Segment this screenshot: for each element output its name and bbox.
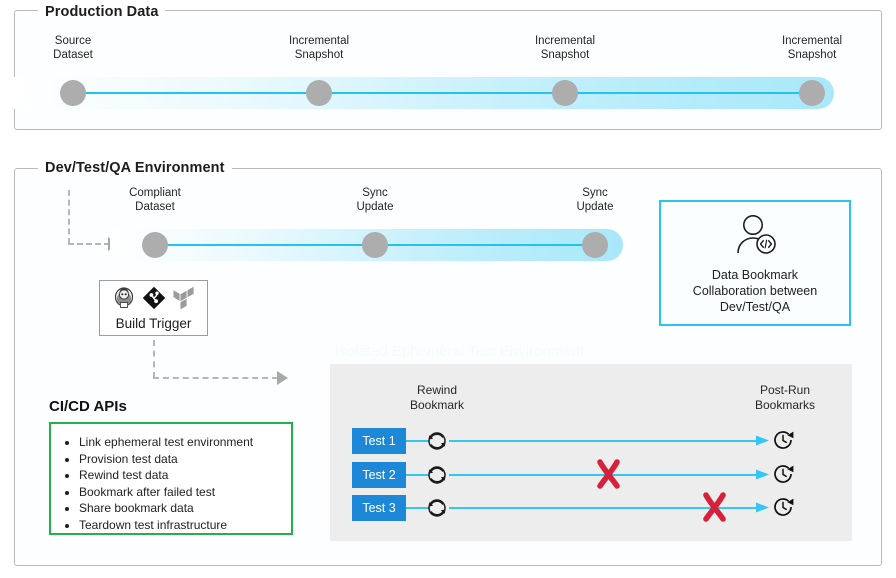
cicd-api-item: Teardown test infrastructure [79,517,283,534]
test-run-line-1 [406,440,429,442]
devtest-label-compliant-dataset: Compliant Dataset [129,187,181,213]
post-run-bookmarks-column-label: Post-Run Bookmarks [754,383,816,412]
test-chip-test-1[interactable]: Test 1 [352,428,406,454]
test-failure-marker-2 [594,458,624,495]
cicd-api-item: Rewind test data [79,467,283,484]
test-run-line-3 [406,507,429,509]
cicd-api-item: Link ephemeral test environment [79,434,283,451]
cicd-api-item: Provision test data [79,451,283,468]
production-node-incremental-snapshot-3 [799,80,825,106]
test-failure-marker-3 [700,491,730,528]
production-label-incremental-snapshot-3: Incremental Snapshot [781,35,843,61]
user-code-icon [727,212,783,261]
production-node-source-dataset [60,80,86,106]
run-arrowhead-2 [756,468,770,486]
run-arrowhead-1 [756,434,770,452]
cicd-apis-list: Link ephemeral test environment Provisio… [55,434,283,533]
test-run-line-3b [449,507,762,509]
devtest-node-sync-update-2 [582,232,608,258]
devtest-label-sync-update-1: Sync Update [356,187,394,213]
post-run-bookmark-icon-2[interactable] [772,463,796,491]
test-chip-test-2[interactable]: Test 2 [352,462,406,488]
build-to-tests-connector-vertical [153,340,155,378]
rewind-bookmark-icon-3[interactable] [426,497,448,524]
run-arrowhead-3 [756,501,770,519]
build-to-tests-arrowhead [277,371,288,385]
cicd-api-item: Bookmark after failed test [79,484,283,501]
devtest-label-sync-update-2: Sync Update [576,187,614,213]
data-bookmark-collaboration-box[interactable]: Data Bookmark Collaboration between Dev/… [659,200,851,326]
production-to-dev-connector-vertical [68,190,70,244]
production-to-dev-connector-horizontal [68,243,110,245]
build-trigger-box[interactable]: Build Trigger [99,280,208,336]
data-bookmark-collaboration-text: Data Bookmark Collaboration between Dev/… [692,267,818,314]
production-node-incremental-snapshot-2 [552,80,578,106]
build-to-tests-connector-horizontal [153,377,278,379]
isolated-environment-watermark: Isolated Ephemeral Test Environment [335,343,585,360]
devtest-node-sync-update-1 [362,232,388,258]
production-label-source-dataset: Source Dataset [53,35,93,61]
production-timeline-line [72,92,818,94]
test-run-line-2 [406,474,429,476]
git-icon [142,286,166,315]
production-label-incremental-snapshot-1: Incremental Snapshot [288,35,350,61]
test-chip-test-3[interactable]: Test 3 [352,495,406,521]
build-trigger-label: Build Trigger [115,316,192,331]
production-data-section [14,10,882,130]
production-label-incremental-snapshot-2: Incremental Snapshot [534,35,596,61]
rewind-bookmark-icon-2[interactable] [426,464,448,491]
cicd-api-item: Share bookmark data [79,500,283,517]
cicd-apis-title: CI/CD APIs [49,398,127,415]
devtest-qa-title: Dev/Test/QA Environment [38,160,232,176]
rewind-bookmark-column-label: Rewind Bookmark [409,383,465,412]
production-node-incremental-snapshot-1 [306,80,332,106]
production-data-title: Production Data [38,4,166,20]
jenkins-icon [113,286,135,315]
cicd-apis-box: Link ephemeral test environment Provisio… [49,422,293,535]
test-run-line-1b [449,440,762,442]
post-run-bookmark-icon-3[interactable] [772,496,796,524]
test-execution-panel [330,364,852,541]
post-run-bookmark-icon-1[interactable] [772,429,796,457]
rewind-bookmark-icon-1[interactable] [426,430,448,457]
terraform-icon [173,286,194,315]
build-trigger-icons [113,285,194,315]
devtest-node-compliant-dataset [142,232,168,258]
